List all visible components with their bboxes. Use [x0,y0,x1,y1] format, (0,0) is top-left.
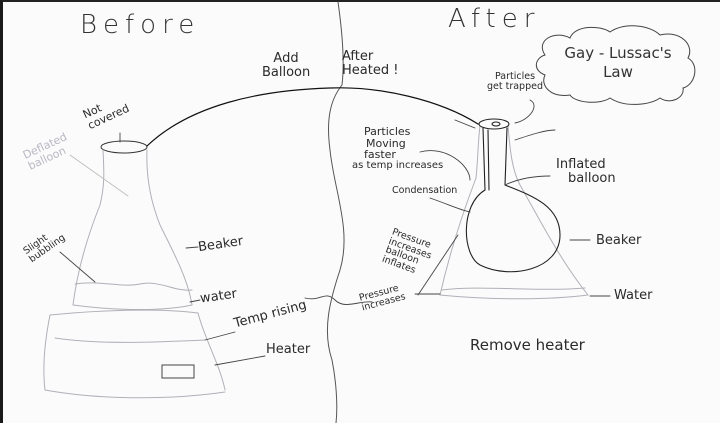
after-beaker-label: Beaker [596,233,642,248]
remove-heater-label: Remove heater [470,336,585,354]
center-divider [326,1,345,423]
after-beaker [439,125,589,300]
before-title: Before [80,10,201,40]
inflated-balloon-label: Inflated balloon [556,157,616,186]
after-water-label: Water [614,288,653,303]
heater [43,309,226,399]
gay-lussacs-law-cloud: Gay - Lussac's Law [564,44,672,81]
particles-moving-label: Particles Moving faster as temp increase… [352,125,444,171]
add-balloon-label: Add Balloon [262,51,311,80]
after-title: After [448,4,541,34]
before-beaker [72,140,193,311]
condensation-label: Condensation [392,185,458,196]
heater-label: Heater [266,342,311,357]
particles-trapped-label: Particles get trapped [486,71,543,92]
water-line [74,282,193,291]
after-heated-label: After Heated ! [342,49,399,79]
transition-arrow [146,87,479,147]
inflated-balloon-shape [465,118,561,273]
cloud-shape [535,25,696,105]
